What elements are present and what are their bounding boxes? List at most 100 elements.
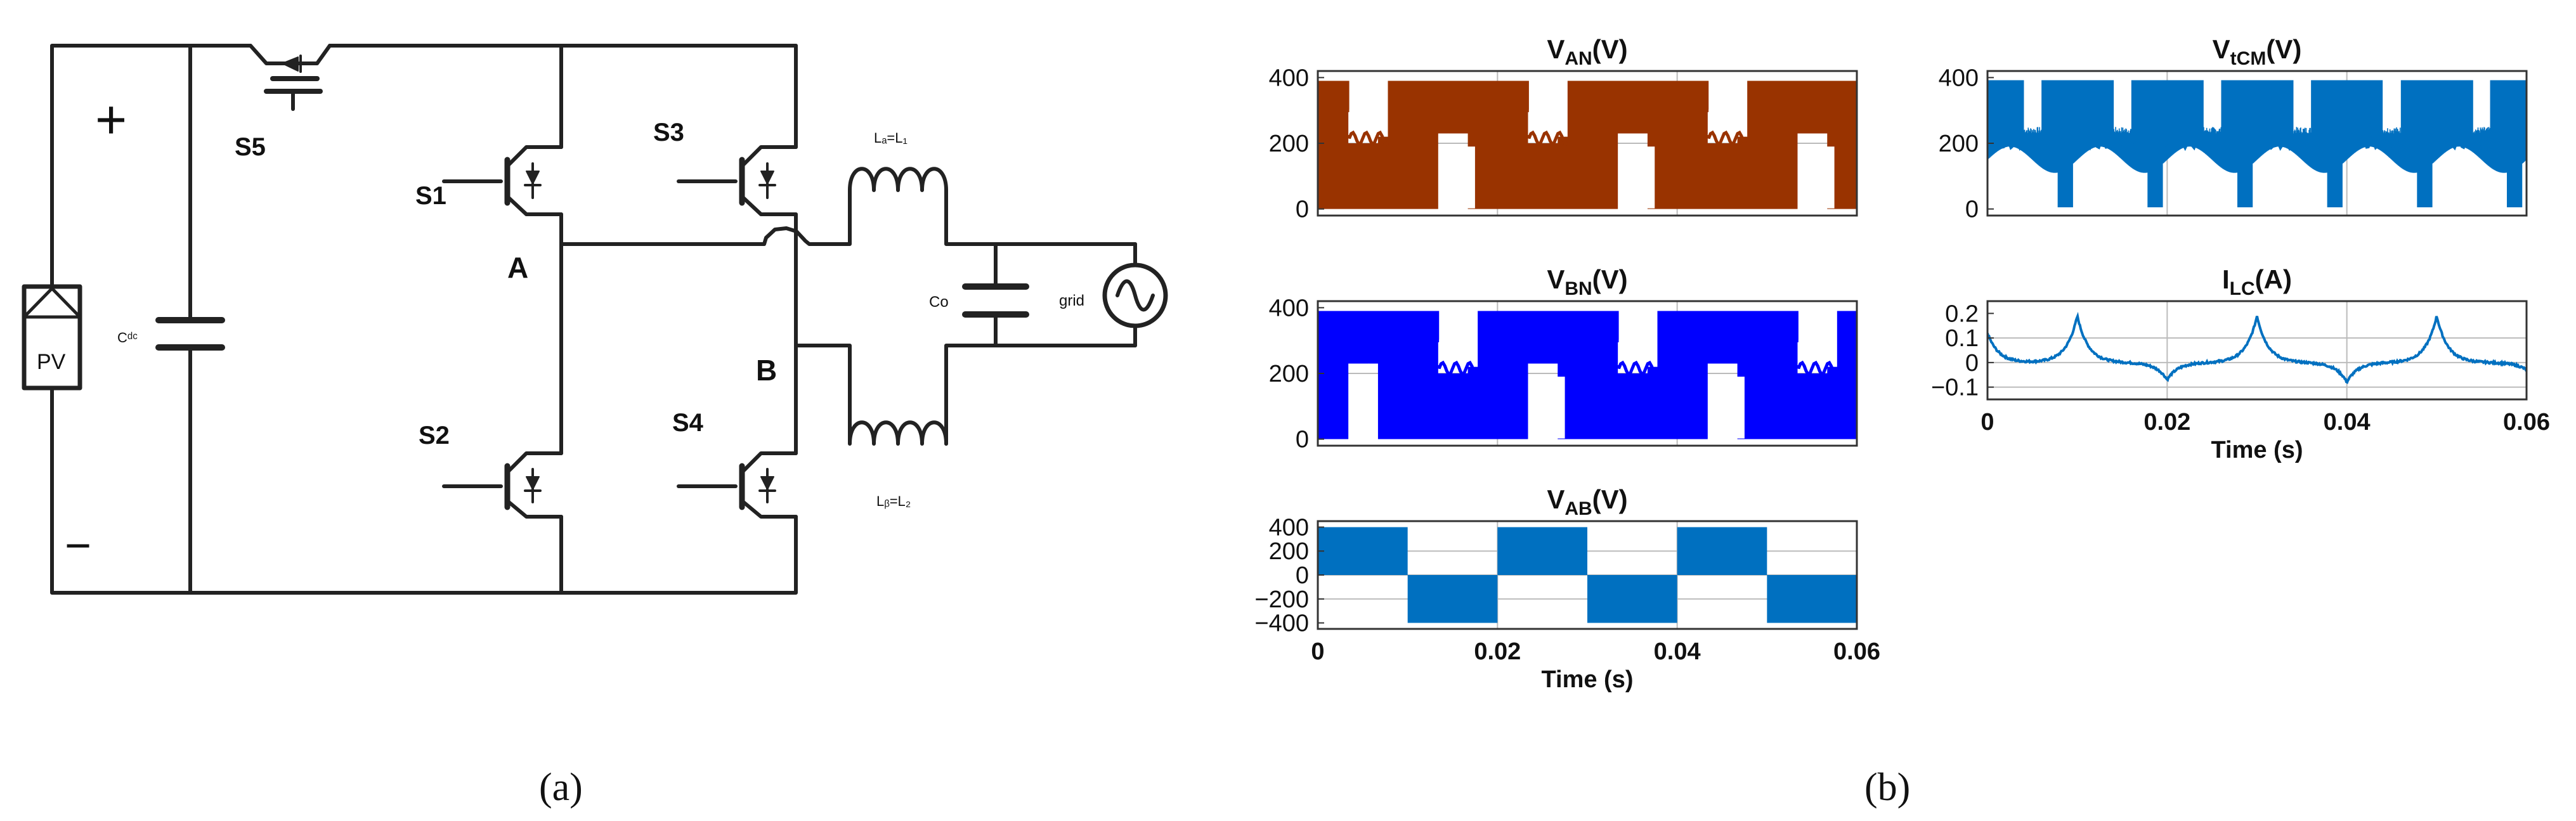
title-unit: (V)	[2266, 34, 2301, 64]
dc-positive-rail	[50, 44, 192, 288]
y-tick-label: 0	[1965, 197, 1979, 223]
title-main: V	[1547, 264, 1564, 294]
y-tick-label: −0.1	[1931, 375, 1979, 401]
switch-s5-icon	[249, 44, 332, 111]
title-subscript: AN	[1564, 48, 1592, 69]
x-tick-label: 0.06	[2503, 409, 2550, 436]
circuit-labels: + − PV Cᵈᶜ S5 S1 S3 S2 S4 A B Lₐ=L₁ Lᵦ=L…	[37, 89, 1084, 571]
caption-b: (b)	[1864, 766, 1910, 809]
co-label: Co	[929, 294, 949, 311]
grid-ac-source-icon	[1102, 262, 1168, 328]
node-b-wire	[794, 344, 852, 395]
dc-link-capacitor-icon	[155, 317, 225, 351]
pwm-gap-top	[1349, 80, 1388, 137]
title-subscript: LC	[2230, 278, 2255, 299]
x-tick-label: 0.02	[2143, 409, 2190, 436]
switch-s4-icon	[677, 451, 798, 519]
x-tick-label: 0.04	[1654, 638, 1701, 665]
pwm-ripple	[1437, 360, 1479, 377]
series-vtcm	[1987, 80, 2527, 208]
node-b-label: B	[756, 354, 777, 387]
node-a-wire	[559, 207, 852, 246]
cm-envelope	[1987, 80, 2527, 208]
title-unit: (V)	[1592, 484, 1628, 514]
y-tick-label: 0	[1296, 197, 1309, 223]
x-tick-label: 0	[1981, 409, 1994, 436]
series-vab	[1318, 527, 1857, 623]
pwm-ripple	[1707, 130, 1748, 146]
dc-negative-rail	[50, 386, 192, 595]
switch-s1-icon	[442, 145, 563, 216]
pwm-ripple	[1527, 130, 1569, 146]
x-tick-label: 0.04	[2324, 409, 2371, 436]
y-tick-label: 200	[1269, 131, 1309, 157]
y-tick-label: 200	[1269, 538, 1309, 565]
bottom-bus	[188, 515, 798, 595]
lc-current-trace	[1987, 311, 2527, 384]
s4-label: S4	[672, 409, 704, 437]
title-subscript: AB	[1564, 498, 1592, 519]
y-tick-label: 0	[1296, 427, 1309, 453]
chart-title: VtCM(V)	[2213, 34, 2302, 69]
title-subscript: tCM	[2230, 48, 2267, 69]
s2-label: S2	[419, 422, 450, 449]
y-tick-label: 400	[1269, 295, 1309, 321]
x-tick-label: 0.02	[1474, 638, 1521, 665]
plot-frame	[1986, 300, 2528, 401]
x-axis-label: Time (s)	[2211, 437, 2303, 463]
chart-title: ILC(A)	[2222, 264, 2292, 299]
switch-s3-icon	[677, 145, 798, 216]
pwm-envelope	[1318, 81, 1857, 209]
title-main: I	[2222, 264, 2230, 294]
s1-label: S1	[415, 182, 446, 210]
pwm-gap-top	[1528, 80, 1568, 137]
x-tick-label: 0.06	[1833, 638, 1880, 665]
caption-a: (a)	[539, 766, 583, 809]
series-vbn	[1318, 310, 1857, 439]
cm-ripple	[1987, 135, 2527, 152]
pwm-gap-top	[1708, 80, 1748, 137]
title-main: V	[1547, 484, 1564, 514]
inductor-lb-icon	[848, 344, 998, 446]
title-unit: (V)	[1592, 34, 1628, 64]
node-a-label: A	[507, 251, 528, 284]
pwm-gap-top	[1798, 310, 1837, 367]
pwm-ripple	[1797, 360, 1838, 377]
pwm-gap-top	[1439, 310, 1478, 367]
series-ilc	[1987, 311, 2527, 384]
x-tick-label: 0	[1311, 638, 1324, 665]
la-label: Lₐ=L₁	[874, 130, 907, 146]
y-tick-label: 200	[1939, 131, 1979, 157]
plus-label: +	[95, 89, 127, 150]
pwm-ripple	[1348, 130, 1389, 146]
pwm-gap-bottom	[1528, 377, 1565, 439]
pwm-ripple	[1617, 360, 1658, 377]
title-subscript: BN	[1564, 278, 1592, 299]
y-tick-label: 0	[1965, 350, 1979, 377]
chart-title: VAN(V)	[1547, 34, 1627, 69]
y-tick-label: 0.1	[1945, 325, 1979, 352]
pwm-gap-bottom	[1618, 146, 1655, 209]
output-capacitor-co-icon	[962, 283, 1029, 318]
s3-label: S3	[653, 119, 684, 146]
lb-label: Lᵦ=L₂	[876, 493, 911, 509]
pwm-gap-bottom	[1708, 377, 1745, 439]
pv-label: PV	[37, 350, 66, 374]
title-unit: (A)	[2255, 264, 2292, 294]
title-main: V	[1547, 34, 1564, 64]
y-tick-label: 200	[1269, 361, 1309, 387]
y-tick-label: 400	[1939, 65, 1979, 91]
pwm-gap-bottom	[1439, 146, 1475, 209]
series-van	[1318, 80, 1857, 209]
y-tick-label: 400	[1269, 514, 1309, 541]
grid-label: grid	[1059, 292, 1084, 309]
y-tick-label: 0	[1296, 562, 1309, 589]
y-tick-label: −200	[1254, 586, 1309, 613]
minus-label: −	[65, 520, 91, 571]
y-tick-label: −400	[1254, 611, 1309, 637]
